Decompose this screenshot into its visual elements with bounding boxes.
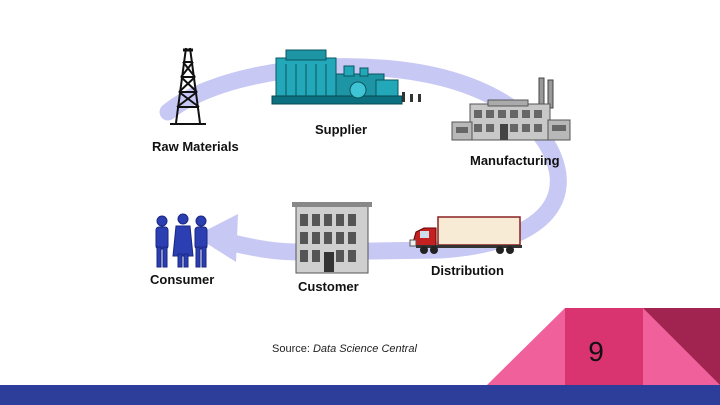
oil-derrick-icon [170, 47, 206, 125]
label-supplier: Supplier [315, 122, 368, 137]
source-caption: Source: Data Science Central [272, 343, 417, 355]
flow-arrow [159, 58, 567, 262]
label-manufacturing: Manufacturing [470, 153, 560, 168]
label-raw-materials: Raw Materials [152, 139, 239, 154]
page-number: 9 [588, 336, 604, 367]
factory-icon [451, 77, 571, 141]
label-distribution: Distribution [431, 263, 504, 278]
consumers-icon [155, 213, 208, 268]
store-building-icon [292, 202, 372, 274]
label-consumer: Consumer [150, 272, 215, 287]
bottom-bar [0, 385, 720, 405]
corner-triangle-right [643, 308, 720, 385]
corner-triangle-left [487, 308, 565, 385]
source-prefix: Source: [272, 343, 313, 355]
label-customer: Customer [298, 279, 359, 294]
source-name: Data Science Central [312, 343, 417, 355]
refinery-icon [271, 49, 421, 105]
page-number-box [565, 308, 643, 385]
flow-arrowhead [195, 214, 238, 262]
truck-icon [409, 216, 522, 254]
